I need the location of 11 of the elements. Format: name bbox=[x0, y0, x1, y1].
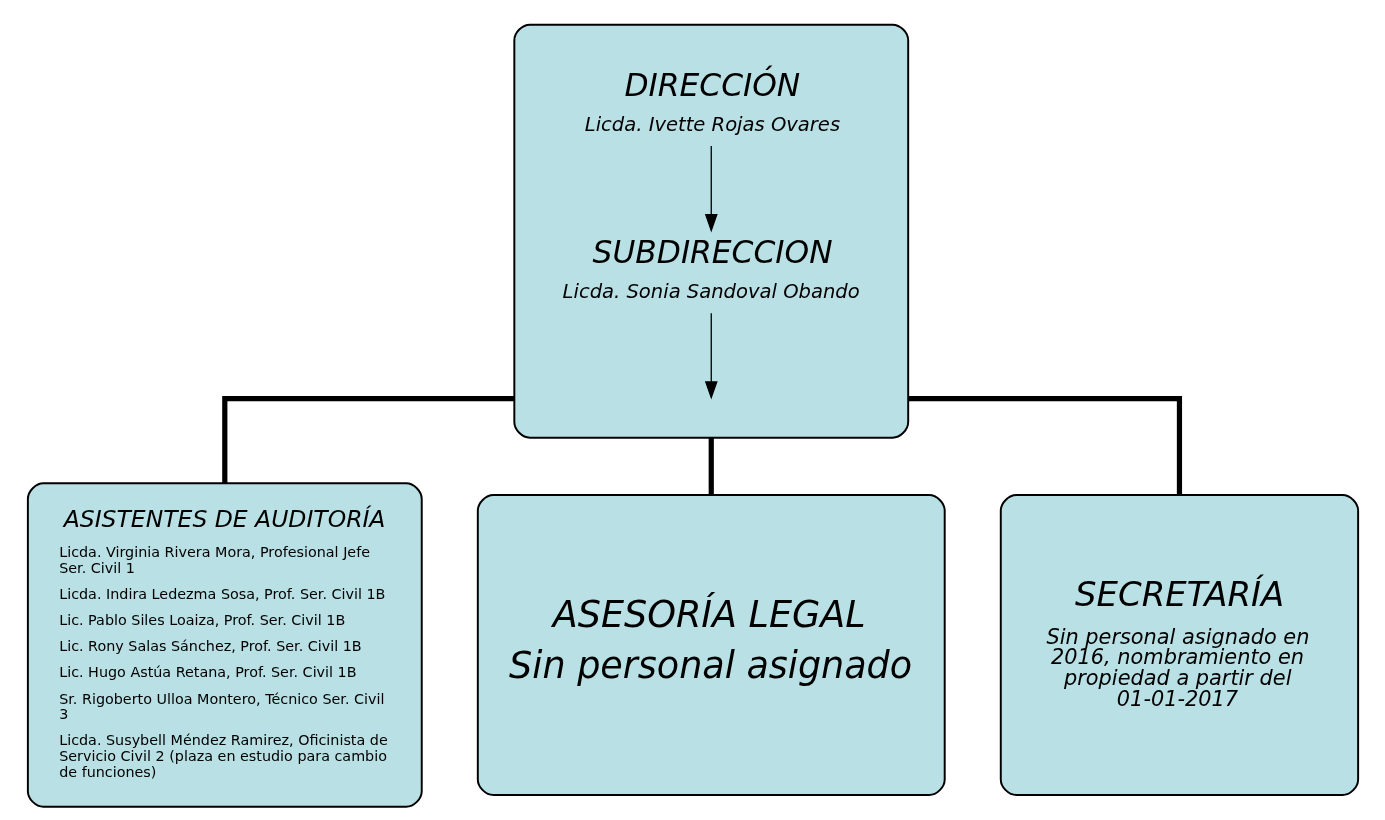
cluster bbox=[512, 23, 909, 439]
connector bbox=[221, 395, 514, 483]
arrow bbox=[704, 312, 718, 400]
node-text: SUBDIRECCION Licda. Sonia Sandoval Obando bbox=[562, 233, 860, 303]
node-box: ASISTENTES DE AUDITORÍA Licda. Virginia Rivera Mora, Profesional Jefe Ser. Civil 1 Licda. Indira Ledezma Sosa, Prof. Ser. Civil 1B Lic. Pablo Siles Loaiza, Prof. Ser. Civil 1B Lic. Rony Salas Sánchez, Prof. Ser. Civil 1B Lic. Hugo Astúa Retana, Prof. Ser. Civil 1B Sr. Rigoberto Ulloa Montero, Técnico Ser. Civil 3 Licda. Susybell Méndez Ramirez, Oficinista de Servicio Civil 2 (plaza en estudio para cambio de funciones) bbox=[26, 481, 423, 808]
node-box: SECRETARÍA Sin personal asignado en 2016, nombramiento en propiedad a partir del 01-01-2017 bbox=[999, 493, 1359, 796]
node-text: DIRECCIÓN Licda. Ivette Rojas Ovares bbox=[584, 66, 840, 136]
arrow bbox=[704, 144, 718, 232]
connector bbox=[708, 437, 714, 495]
node-box: ASESORÍA LEGAL Sin personal asignado bbox=[476, 493, 946, 796]
connector bbox=[907, 395, 1182, 495]
